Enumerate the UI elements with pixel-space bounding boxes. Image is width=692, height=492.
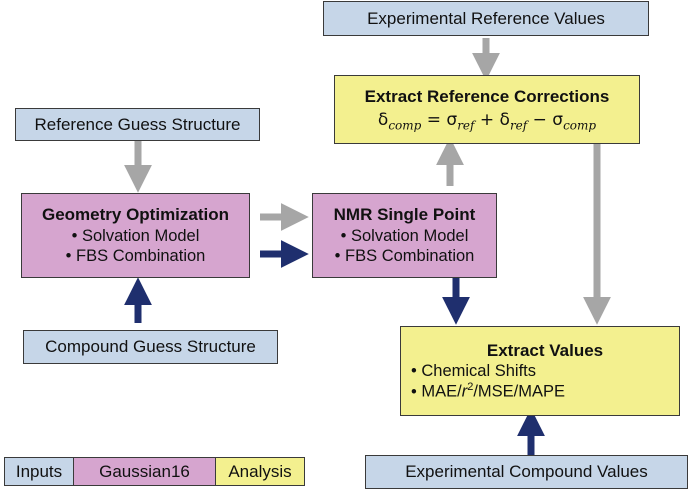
formula-plus: + xyxy=(474,109,500,130)
formula-sigma-2: σ xyxy=(552,109,564,130)
legend-gaussian16: Gaussian16 xyxy=(73,457,216,486)
geometry-optimization-bullet: Solvation Model xyxy=(72,226,199,247)
metrics-suffix: /MSE/MAPE xyxy=(473,382,566,401)
extract-values-box: Extract Values Chemical Shifts MAE/r2/MS… xyxy=(400,326,680,416)
formula-sub-ref: ref xyxy=(457,118,475,133)
compound-guess-structure-label: Compound Guess Structure xyxy=(45,337,256,357)
legend-gaussian16-label: Gaussian16 xyxy=(99,461,190,481)
legend-analysis-label: Analysis xyxy=(228,461,292,481)
compound-guess-structure-box: Compound Guess Structure xyxy=(23,330,278,364)
nmr-single-point-bullet: FBS Combination xyxy=(335,246,474,267)
formula-sub-comp: comp xyxy=(388,118,422,133)
experimental-compound-values-box: Experimental Compound Values xyxy=(365,455,688,489)
metrics-prefix: MAE/ xyxy=(421,382,462,401)
nmr-single-point-box: NMR Single Point Solvation Model FBS Com… xyxy=(312,193,497,278)
formula-sub-ref-2: ref xyxy=(509,118,528,133)
reference-guess-structure-label: Reference Guess Structure xyxy=(34,114,241,134)
reference-correction-formula: δcomp = σref + δref − σcomp xyxy=(378,110,596,133)
geometry-optimization-bullet: FBS Combination xyxy=(66,246,205,267)
extract-values-bullet-chemical-shifts: Chemical Shifts xyxy=(411,361,536,382)
metrics-r-squared: 2 xyxy=(467,381,474,394)
reference-guess-structure-box: Reference Guess Structure xyxy=(15,108,260,141)
geometry-optimization-box: Geometry Optimization Solvation Model FB… xyxy=(21,193,250,278)
formula-delta-2: δ xyxy=(499,109,510,130)
formula-equals: = xyxy=(421,109,447,130)
legend: Inputs Gaussian16 Analysis xyxy=(4,457,305,486)
experimental-reference-values-box: Experimental Reference Values xyxy=(323,1,649,36)
extract-values-bullet-metrics: MAE/r2/MSE/MAPE xyxy=(411,381,565,402)
formula-minus: − xyxy=(527,109,553,130)
formula-sigma: σ xyxy=(446,109,458,130)
legend-inputs-label: Inputs xyxy=(15,461,63,481)
metrics-r: r xyxy=(461,382,468,401)
extract-reference-corrections-box: Extract Reference Corrections δcomp = σr… xyxy=(334,75,640,144)
extract-reference-corrections-title: Extract Reference Corrections xyxy=(364,86,610,106)
extract-values-title: Extract Values xyxy=(486,340,604,360)
legend-inputs: Inputs xyxy=(4,457,74,486)
geometry-optimization-title: Geometry Optimization xyxy=(41,205,230,225)
formula-delta: δ xyxy=(377,109,389,130)
formula-sub-comp-2: comp xyxy=(563,118,597,133)
experimental-reference-values-label: Experimental Reference Values xyxy=(367,8,605,28)
experimental-compound-values-label: Experimental Compound Values xyxy=(405,462,648,482)
nmr-single-point-title: NMR Single Point xyxy=(333,205,476,225)
nmr-single-point-bullet: Solvation Model xyxy=(341,226,468,247)
legend-analysis: Analysis xyxy=(215,457,305,486)
